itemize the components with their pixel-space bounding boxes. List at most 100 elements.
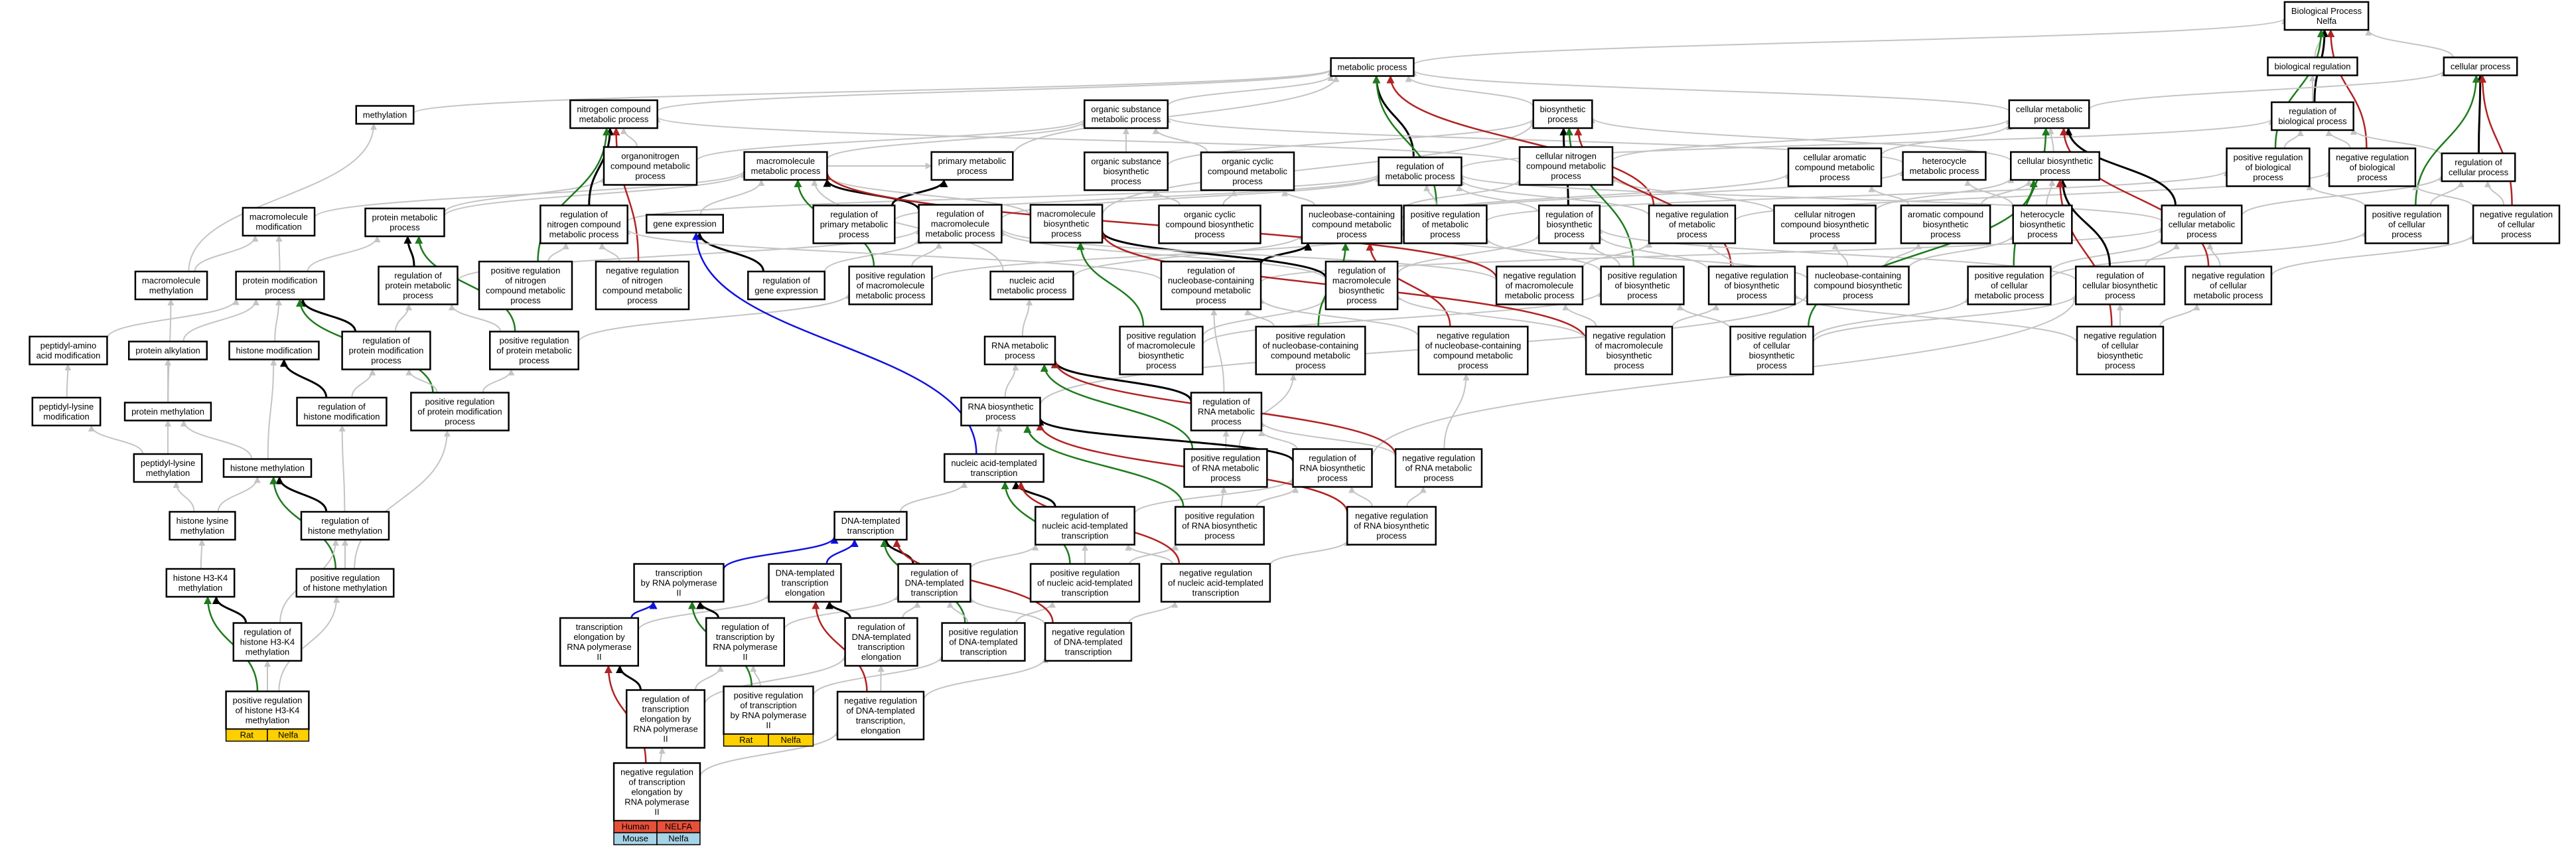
go-term-node[interactable]: cellular process xyxy=(2443,56,2518,76)
go-term-node[interactable]: regulation ofnucleobase-containingcompou… xyxy=(1160,260,1262,311)
go-term-node[interactable]: regulation ofmacromoleculebiosyntheticpr… xyxy=(1324,260,1399,311)
go-term-node[interactable]: protein alkylation xyxy=(127,341,208,360)
go-term-node[interactable]: histone methylation xyxy=(222,458,313,478)
go-term-node[interactable]: metabolic process xyxy=(1330,57,1415,77)
go-term-node[interactable]: biological regulation xyxy=(2267,56,2358,76)
go-term-node[interactable]: methylation xyxy=(355,105,415,125)
go-term-node[interactable]: histone modification xyxy=(228,341,320,360)
go-term-node[interactable]: protein methylation xyxy=(123,402,212,422)
go-term-node[interactable]: regulation ofDNA-templatedtranscriptione… xyxy=(844,617,918,667)
